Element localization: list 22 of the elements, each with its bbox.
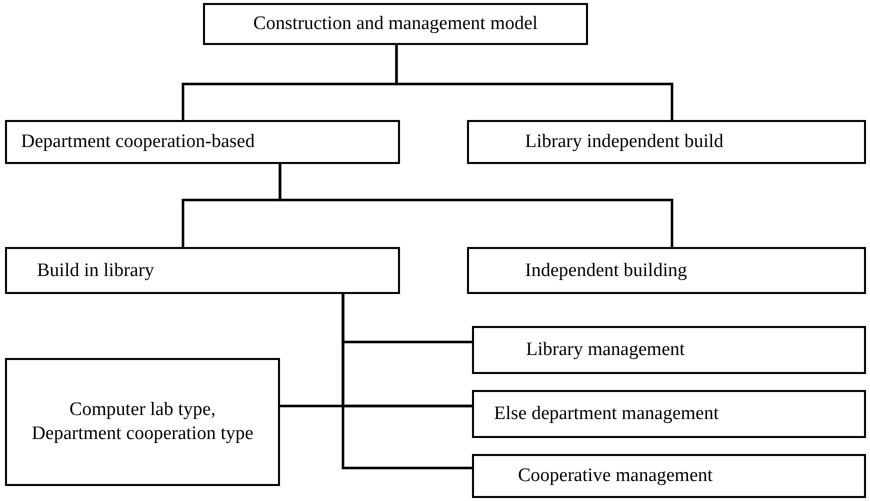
category-box [5, 247, 400, 294]
box-label: Build in library [37, 258, 154, 282]
category-box [467, 120, 866, 164]
box-label: Independent building [525, 258, 687, 282]
box-label: Cooperative management [518, 464, 713, 488]
box-label: Else department management [494, 402, 719, 426]
box-label: Department cooperation-based [21, 130, 255, 154]
connector-line [278, 164, 674, 247]
box-label: Library management [526, 338, 685, 362]
category-box [203, 3, 588, 45]
category-box [472, 390, 866, 438]
connector-line [395, 45, 674, 120]
connector-line [342, 294, 472, 470]
box-label: Construction and management model [253, 12, 538, 36]
box-label: Library independent build [525, 130, 724, 154]
category-box [472, 454, 866, 498]
category-box [5, 120, 400, 164]
category-box [467, 247, 866, 294]
box-label: Computer lab type, Department cooperation type [30, 398, 254, 446]
category-box [472, 326, 866, 374]
connector-line [280, 404, 472, 408]
category-box [5, 358, 280, 486]
